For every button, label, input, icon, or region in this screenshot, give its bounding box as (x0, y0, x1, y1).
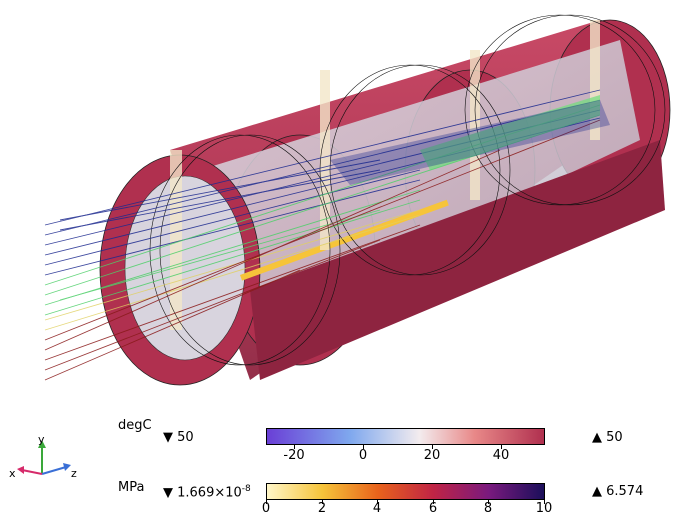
stress-tick-label: 8 (483, 501, 493, 516)
temperature-tickmark (294, 445, 295, 449)
stress-tickmark (488, 500, 489, 504)
stress-colorbar (266, 483, 545, 500)
stress-tickmark (322, 500, 323, 504)
stress-tick-label: 10 (535, 501, 553, 516)
ray-bundle (44, 89, 610, 381)
temperature-tick-label: 20 (423, 448, 441, 463)
stress-min-label: ▼ 1.669×10-8 (163, 484, 251, 500)
temperature-max-label: ▲ 50 (592, 430, 623, 445)
temperature-colorbar (266, 428, 545, 445)
stress-tick-label: 4 (372, 501, 382, 516)
model-viewport[interactable] (0, 0, 683, 400)
stress-unit-label: MPa (118, 480, 145, 495)
temperature-tick-label: 0 (358, 448, 368, 463)
temperature-unit-label: degC (118, 418, 152, 433)
temperature-tickmark (432, 445, 433, 449)
axis-label-z: z (71, 467, 77, 480)
temperature-tick-label: 40 (492, 448, 510, 463)
stress-tick-label: 2 (317, 501, 327, 516)
stress-min-exponent: -8 (241, 484, 251, 494)
axis-label-y: y (38, 433, 45, 446)
stress-tick-label: 6 (428, 501, 438, 516)
stress-tick-label: 0 (261, 501, 271, 516)
stress-min-base: ▼ 1.669×10 (163, 485, 242, 501)
temperature-min-label: ▼ 50 (163, 430, 194, 445)
stress-tickmark (377, 500, 378, 504)
ring-lines (149, 14, 666, 366)
stress-tickmark (433, 500, 434, 504)
temperature-tickmark (363, 445, 364, 449)
temperature-tick-label: -20 (283, 448, 305, 463)
temperature-tickmark (501, 445, 502, 449)
stress-tickmark (544, 500, 545, 504)
stress-max-label: ▲ 6.574 (592, 484, 644, 499)
axis-label-x: x (9, 467, 16, 480)
stress-tickmark (266, 500, 267, 504)
axis-triad (17, 440, 71, 475)
